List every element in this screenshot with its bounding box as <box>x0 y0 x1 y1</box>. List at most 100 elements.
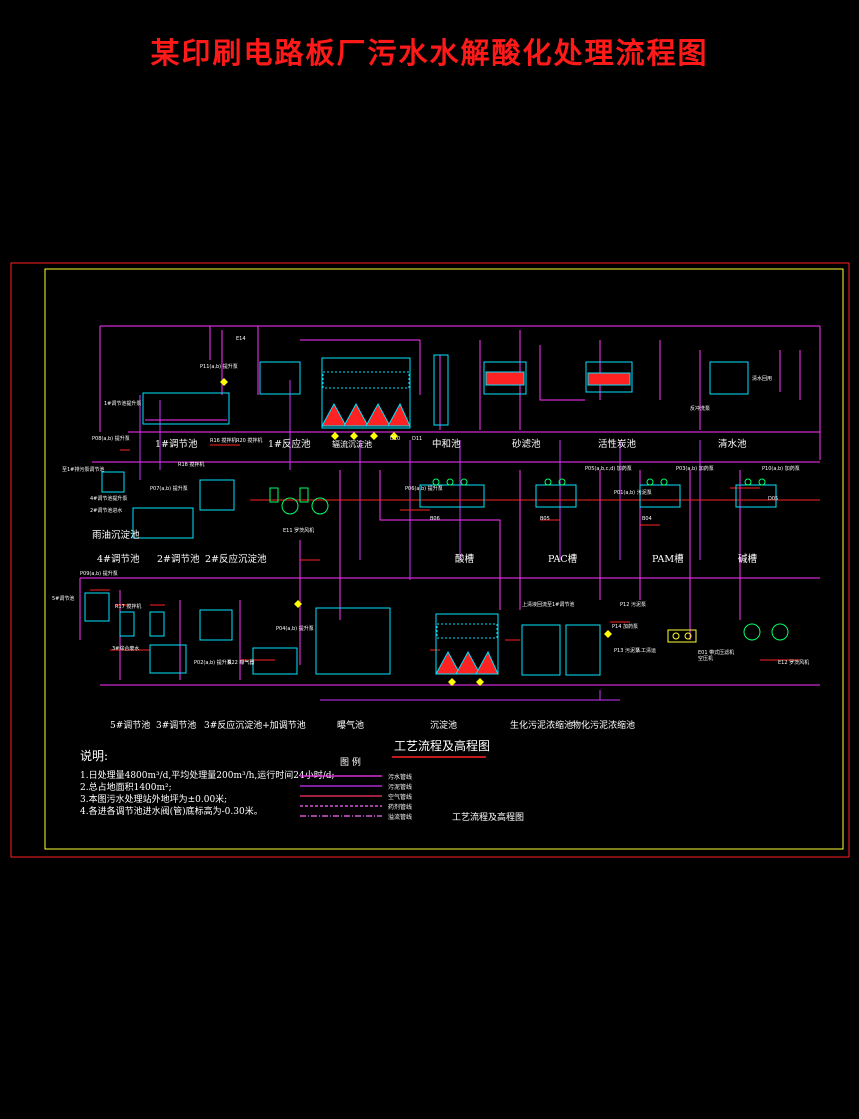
tag-e14: E14 <box>236 336 246 342</box>
pipe-network <box>79 325 821 686</box>
tag-r18: R18 搅拌机 <box>178 461 204 468</box>
tank-oil-separator <box>101 471 235 539</box>
notes-title: 说明: <box>80 748 108 763</box>
tag-d10: D10 <box>390 436 400 442</box>
page-title: 某印刷电路板厂污水水解酸化处理流程图 <box>150 36 709 70</box>
belt-press <box>667 629 697 643</box>
tag-r20: R20 搅拌机 <box>236 437 262 444</box>
tag-e01: E01 带式压滤机 <box>698 649 734 656</box>
tag-r17: R17 搅拌机 <box>115 603 141 610</box>
label-aeration-tank: 曝气池 <box>337 719 364 731</box>
red-leader-lines <box>90 444 820 661</box>
note-reuse: 清水回用 <box>752 375 772 382</box>
notes-line-4: 4.各进各调节池进水阀(管)底标高为-0.30米。 <box>80 805 263 817</box>
tag-p01: P01(a,b) 污泥泵 <box>614 489 652 496</box>
valves <box>220 378 612 686</box>
outer-frame <box>10 262 850 858</box>
label-2-reaction-settler: 2#反应沉淀池 <box>205 553 267 565</box>
note-manual-removal: 人工清运 <box>636 647 656 654</box>
note-1-pump: 1#调节池提升泵 <box>104 400 141 407</box>
tag-p02: P02(a,b) 提升泵 <box>194 659 232 666</box>
tag-r16: R16 搅拌机 <box>210 437 236 444</box>
note-supernatant: 上清液回流至1#调节池 <box>522 601 574 608</box>
tank-1-regulating <box>142 392 230 425</box>
inner-frame <box>44 268 844 850</box>
legend-item-sewage: 污水管线 <box>388 773 412 781</box>
label-secondary-settler: 沉淀池 <box>430 719 457 731</box>
label-radial-settler: 辐流沉淀池 <box>332 439 372 449</box>
note-backwash-pump: 反冲洗泵 <box>690 405 710 412</box>
notes-line-2: 2.总占地面积1400m²; <box>80 781 172 793</box>
label-3-reaction-settler: 3#反应沉淀池+加调节池 <box>204 719 306 731</box>
note-4-pump: 4#调节池提升泵 <box>90 495 127 502</box>
blowers <box>269 487 789 641</box>
legend-item-air: 空气管线 <box>388 793 412 801</box>
label-oil-settling-tank: 雨油沉淀池 <box>92 529 140 541</box>
tag-p05: P05(a,b,c,d) 加药泵 <box>585 465 632 472</box>
label-clear-water-tank: 清水池 <box>718 438 747 450</box>
tag-p10: P10(a,b) 加药泵 <box>762 465 800 472</box>
tank-clear-water <box>709 361 749 395</box>
label-1-regulating-tank: 1#调节池 <box>155 438 198 450</box>
label-sand-filter: 砂滤池 <box>512 438 541 450</box>
tag-b06: B06 <box>430 516 440 522</box>
unit-labels-row2: 雨油沉淀池 4#调节池 2#调节池 2#反应沉淀池 酸槽 PAC槽 PAM槽 碱… <box>92 529 758 565</box>
tag-b05: B05 <box>540 516 550 522</box>
dosing-pumps <box>432 478 766 486</box>
dosing-tanks <box>419 484 777 508</box>
tag-d11: D11 <box>412 436 422 442</box>
tank-1-reaction <box>259 361 301 395</box>
tank-radial-settler <box>321 357 411 429</box>
unit-labels-row1: 1#调节池 1#反应池 辐流沉淀池 中和池 砂滤池 活性炭池 清水池 <box>155 438 747 450</box>
legend: 图 例 污水管线 污泥管线 空气管线 药剂管线 溢流管线 <box>300 756 412 821</box>
tag-p11: P11(a,b) 提升泵 <box>200 363 238 370</box>
label-4-regulating-tank: 4#调节池 <box>97 553 140 565</box>
tag-e12: E12 罗茨风机 <box>778 659 809 666</box>
label-pac-tank: PAC槽 <box>548 553 578 565</box>
note-air-compressor: 空压机 <box>698 655 713 662</box>
tag-r22: R22 曝气器 <box>228 659 254 666</box>
tag-p12: P12 污泥泵 <box>620 601 646 608</box>
label-1-reaction-tank: 1#反应池 <box>268 438 311 450</box>
equipment-tags: P11(a,b) 提升泵 P08(a,b) 提升泵 P07(a,b) 提升泵 P… <box>80 336 809 666</box>
tank-3-reaction <box>199 609 298 675</box>
tank-aeration <box>315 607 391 675</box>
label-neutralization-tank: 中和池 <box>432 438 461 450</box>
tank-activated-carbon <box>585 361 633 393</box>
label-pam-tank: PAM槽 <box>652 553 684 565</box>
label-acid-tank: 酸槽 <box>455 553 475 565</box>
tag-p07: P07(a,b) 提升泵 <box>150 485 188 492</box>
tag-p08: P08(a,b) 提升泵 <box>92 435 130 442</box>
tag-e11: E11 罗茨风机 <box>283 527 314 534</box>
notes-line-1: 1.日处理量4800m³/d,平均处理量200m³/h,运行时间24小时/d; <box>80 769 335 781</box>
label-alkali-tank: 碱槽 <box>738 553 758 565</box>
label-chem-sludge-thickener: 物化污泥浓缩池 <box>572 719 635 731</box>
note-2-inlet: 2#调节池进水 <box>90 507 122 514</box>
caption-bottom: 工艺流程及高程图 <box>452 811 524 823</box>
label-3-regulating-tank: 3#调节池 <box>156 719 196 731</box>
tank-sludge-thickeners <box>521 624 601 676</box>
drawing-subtitle: 工艺流程及高程图 <box>394 738 490 753</box>
label-2-regulating-tank: 2#调节池 <box>157 553 200 565</box>
note-3-combined: 3#综合废水 <box>112 645 139 652</box>
tank-neutralization <box>433 354 449 426</box>
tank-sand-filter <box>483 361 527 395</box>
legend-item-sludge: 污泥管线 <box>388 783 412 791</box>
tag-p03: P03(a,b) 加药泵 <box>676 465 714 472</box>
tag-b04: B04 <box>642 516 652 522</box>
tank-secondary-settler <box>435 613 499 675</box>
notes-block: 说明: 1.日处理量4800m³/d,平均处理量200m³/h,运行时间24小时… <box>80 748 335 817</box>
tag-p04: P04(a,b) 提升泵 <box>276 625 314 632</box>
note-5-regulating: 5#调节池 <box>52 595 74 602</box>
tag-p06: P06(a,b) 提升泵 <box>405 485 443 492</box>
unit-labels-row3: 5#调节池 3#调节池 3#反应沉淀池+加调节池 曝气池 沉淀池 生化污泥浓缩池… <box>110 719 635 731</box>
tag-p13: P13 污泥泵 <box>614 647 640 654</box>
tag-p09: P09(a,b) 提升泵 <box>80 570 118 577</box>
tag-p14: P14 加药泵 <box>612 623 638 630</box>
label-activated-carbon: 活性炭池 <box>598 438 637 450</box>
label-bio-sludge-thickener: 生化污泥浓缩池 <box>510 719 573 731</box>
small-labels: 1#调节池提升泵 至1#排污泵调节池 4#调节池提升泵 2#调节池进水 5#调节… <box>52 375 772 662</box>
legend-item-overflow: 溢流管线 <box>388 813 412 821</box>
legend-title: 图 例 <box>340 756 361 768</box>
